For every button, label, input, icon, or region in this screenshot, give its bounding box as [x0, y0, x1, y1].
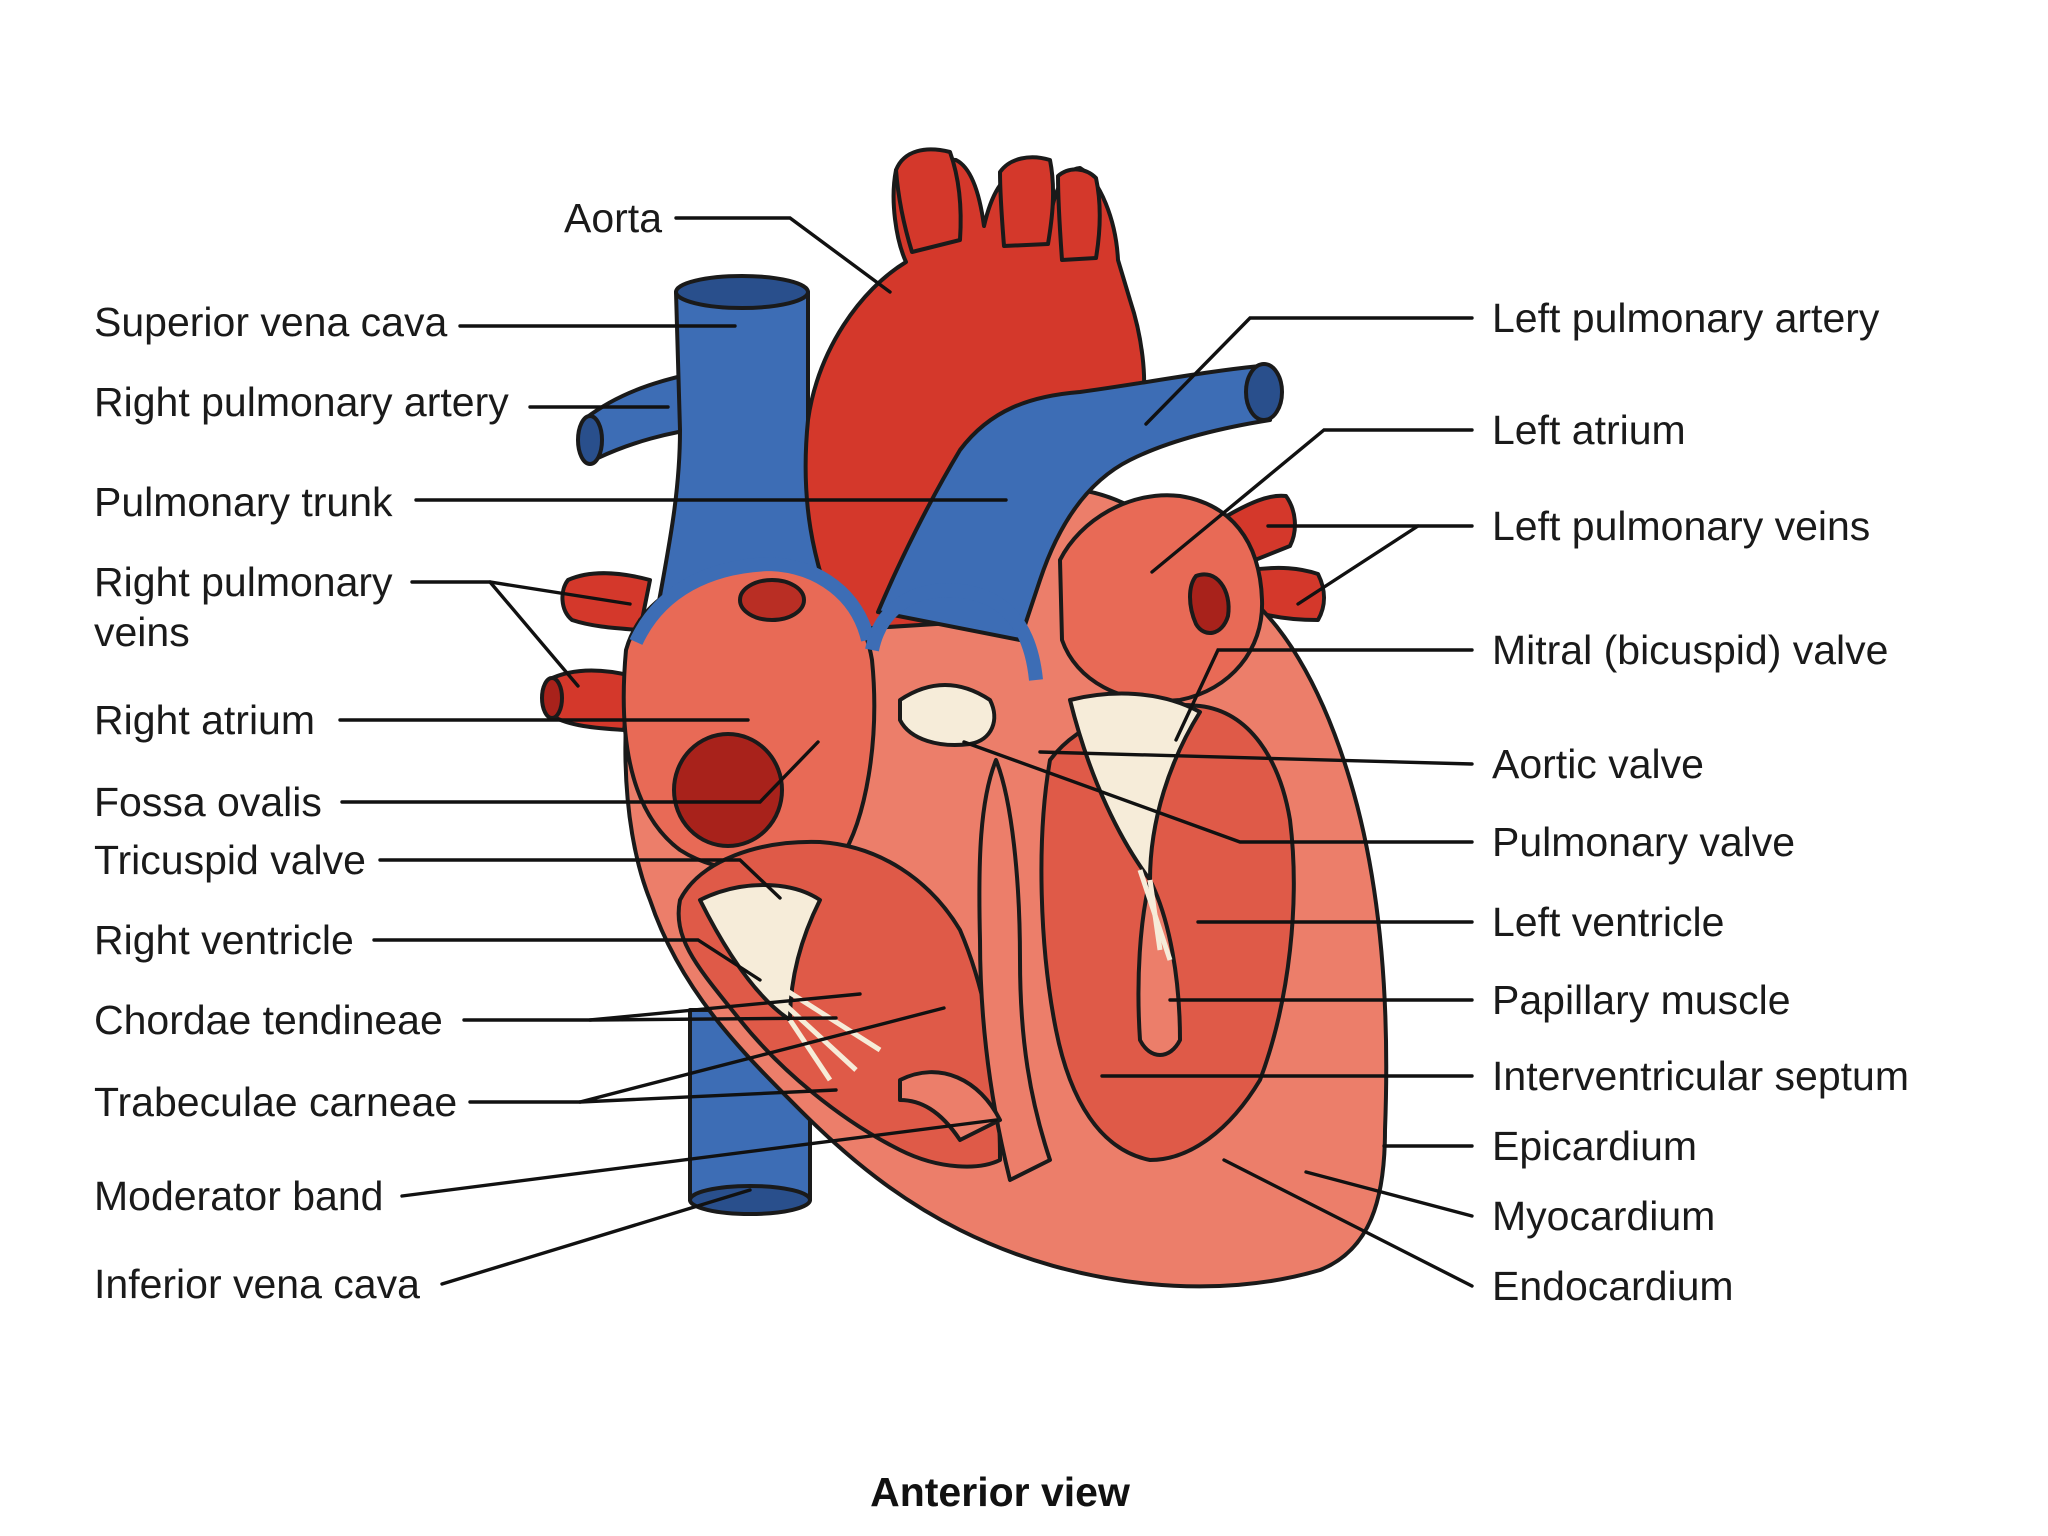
leader-tricuspid-valve [378, 858, 782, 900]
leader-left-pulmonary-veins-b [1296, 524, 1420, 606]
label-aorta: Aorta [564, 195, 662, 241]
svc-opening [674, 274, 810, 310]
caption-anterior-view: Anterior view [870, 1469, 1130, 1515]
label-chordae-tendineae: Chordae tendineae [94, 997, 443, 1043]
leader-inferior-vena-cava [440, 1188, 752, 1286]
leader-fossa-ovalis [340, 740, 820, 804]
label-mitral-valve: Mitral (bicuspid) valve [1492, 627, 1888, 673]
aortic-root-rim [865, 583, 1043, 681]
left-pulmonary-vein-lower [1248, 565, 1326, 622]
label-papillary-muscle: Papillary muscle [1492, 977, 1791, 1023]
label-inferior-vena-cava: Inferior vena cava [94, 1261, 420, 1307]
label-left-pulmonary-veins: Left pulmonary veins [1492, 503, 1870, 549]
label-trabeculae-carneae: Trabeculae carneae [94, 1079, 457, 1125]
leader-myocardium [1304, 1170, 1474, 1218]
label-aortic-valve: Aortic valve [1492, 741, 1704, 787]
right-pulmonary-artery-opening [576, 414, 604, 466]
label-myocardium: Myocardium [1492, 1193, 1715, 1239]
fossa-ovalis-shape [672, 732, 784, 848]
leader-moderator-band [400, 1118, 998, 1198]
pulmonary-trunk-shape [876, 364, 1272, 642]
right-pulmonary-vein-lower-opening [540, 676, 564, 720]
left-pulmonary-artery-opening [1244, 362, 1284, 422]
leader-right-pulmonary-veins-b [488, 580, 580, 688]
leader-aortic-valve [1038, 750, 1474, 766]
left-atrium-opening [1188, 572, 1231, 635]
label-left-ventricle: Left ventricle [1492, 899, 1724, 945]
label-moderator-band: Moderator band [94, 1173, 383, 1219]
label-right-pulmonary-artery: Right pulmonary artery [94, 379, 509, 425]
right-atrium-opening [738, 578, 806, 622]
label-superior-vena-cava: Superior vena cava [94, 299, 447, 345]
heart-illustration [540, 147, 1389, 1289]
aorta-shape [803, 157, 1147, 632]
label-right-ventricle: Right ventricle [94, 917, 354, 963]
ivc-opening [688, 1184, 812, 1216]
leader-left-atrium [1150, 428, 1474, 574]
label-epicardium: Epicardium [1492, 1123, 1697, 1169]
chordae-strands-right [768, 977, 882, 1082]
interventricular-septum-shape [977, 758, 1052, 1182]
chordae-strands-left [1137, 869, 1173, 961]
label-interventricular-septum: Interventricular septum [1492, 1053, 1909, 1099]
papillary-muscle-shape [1136, 878, 1182, 1057]
label-right-pulmonary-veins-line1: Right pulmonary [94, 559, 393, 605]
leader-mitral-valve [1174, 648, 1474, 742]
label-tricuspid-valve: Tricuspid valve [94, 837, 366, 883]
label-fossa-ovalis: Fossa ovalis [94, 779, 322, 825]
labels: Aorta Superior vena cava Right pulmonary… [94, 195, 1909, 1515]
mitral-valve-shape [1068, 691, 1202, 882]
leader-lines [338, 216, 1474, 1288]
label-right-atrium: Right atrium [94, 697, 315, 743]
leader-right-ventricle [372, 938, 762, 982]
label-right-pulmonary-veins-line2: veins [94, 609, 190, 655]
leader-endocardium [1222, 1158, 1474, 1288]
label-pulmonary-trunk: Pulmonary trunk [94, 479, 393, 525]
right-atrium-rim [629, 557, 875, 646]
left-atrium-shape [1058, 493, 1265, 703]
leader-left-pulmonary-artery [1144, 316, 1474, 426]
leader-trabeculae-carneae-b [578, 1088, 838, 1104]
leader-aorta [674, 216, 892, 294]
aorta-branch-1 [894, 147, 963, 254]
leader-chordae-tendineae-b [588, 1016, 838, 1022]
label-endocardium: Endocardium [1492, 1263, 1734, 1309]
leader-pulmonary-valve [962, 740, 1474, 844]
label-left-pulmonary-artery: Left pulmonary artery [1492, 295, 1880, 341]
aorta-branch-2 [998, 155, 1056, 248]
label-left-atrium: Left atrium [1492, 407, 1686, 453]
label-pulmonary-valve: Pulmonary valve [1492, 819, 1795, 865]
aorta-branch-3 [1056, 167, 1102, 262]
aortic-valve-shape [898, 683, 997, 747]
